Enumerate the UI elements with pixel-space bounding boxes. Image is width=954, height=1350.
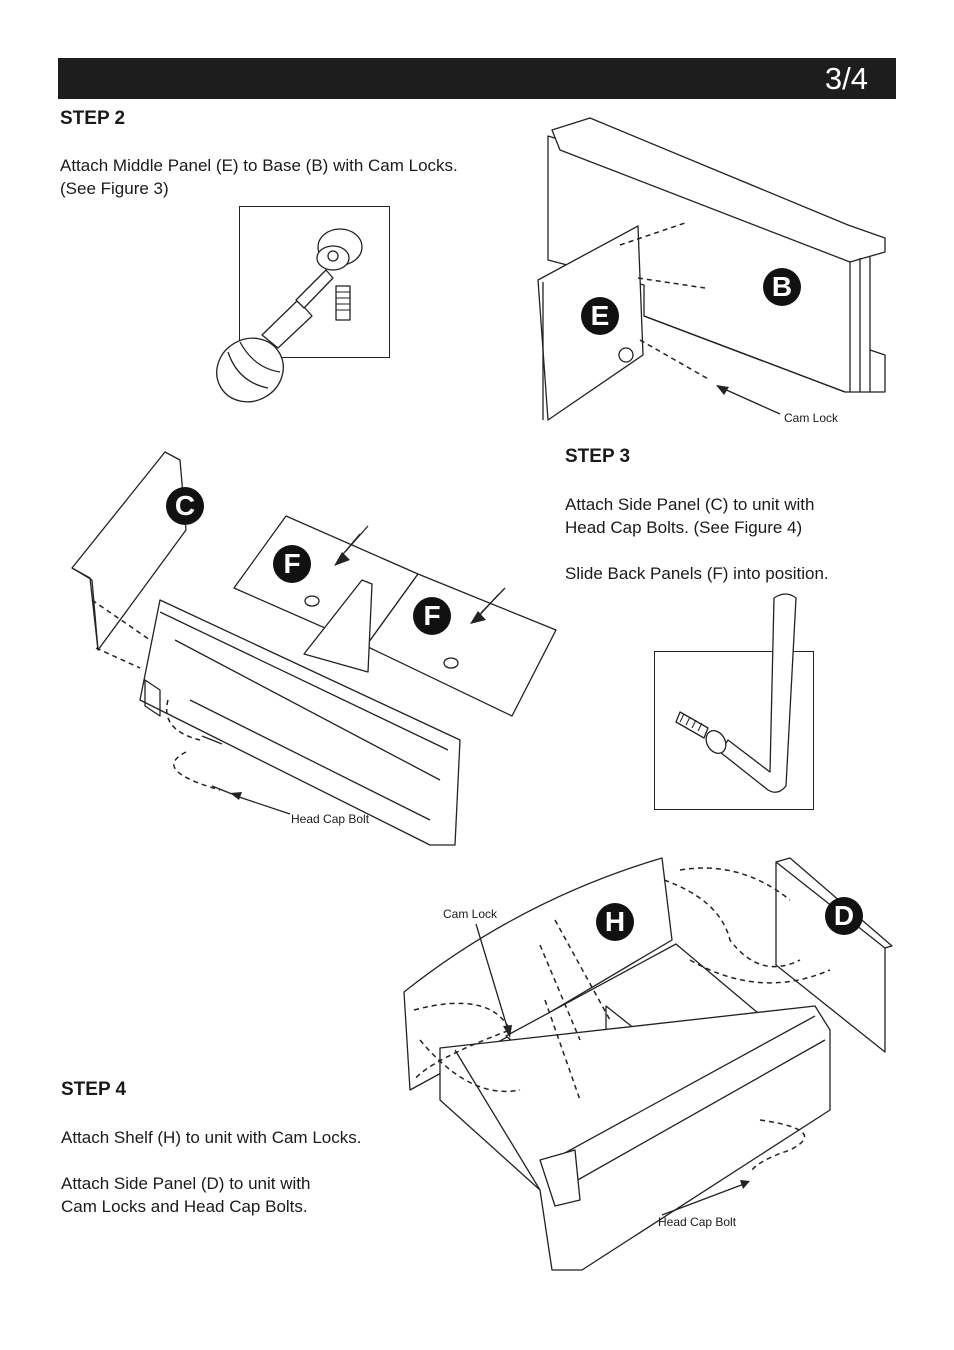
allen-key-icon bbox=[719, 593, 797, 793]
step-4-cam-lock-callout: Cam Lock bbox=[443, 907, 498, 921]
step-3-instructions: Attach Side Panel (C) to unit with Head … bbox=[565, 493, 829, 585]
part-label-h: H bbox=[596, 903, 634, 941]
step-3-line-1: Attach Side Panel (C) to unit with bbox=[565, 495, 815, 514]
cam-lock-icon bbox=[316, 228, 363, 321]
header-bar: 3/4 bbox=[58, 58, 896, 99]
step-4-instructions: Attach Shelf (H) to unit with Cam Locks.… bbox=[61, 1126, 361, 1218]
step-4-line-3: Cam Locks and Head Cap Bolts. bbox=[61, 1197, 308, 1216]
base-frame bbox=[139, 599, 461, 846]
page-number: 3/4 bbox=[824, 61, 868, 96]
arrow-icon bbox=[334, 525, 506, 624]
arrow-icon bbox=[716, 385, 781, 415]
step-3-line-2: Head Cap Bolts. (See Figure 4) bbox=[565, 518, 803, 537]
step-2-title: STEP 2 bbox=[60, 108, 126, 129]
step-4-title: STEP 4 bbox=[61, 1079, 127, 1100]
base-frame bbox=[439, 1005, 831, 1271]
part-label-e: E bbox=[581, 297, 619, 335]
arrow-icon bbox=[230, 792, 291, 815]
step-3-head-cap-bolt-callout: Head Cap Bolt bbox=[291, 812, 370, 826]
arrow-icon bbox=[475, 923, 512, 1038]
middle-divider bbox=[303, 579, 373, 673]
step-2-line-1: Attach Middle Panel (E) to Base (B) with… bbox=[60, 156, 458, 175]
step-4-line-1: Attach Shelf (H) to unit with Cam Locks. bbox=[61, 1128, 362, 1147]
side-panel-c bbox=[71, 451, 187, 651]
bolt-icon bbox=[201, 735, 233, 795]
bolt-icon bbox=[675, 711, 727, 754]
step-4-head-cap-bolt-callout: Head Cap Bolt bbox=[658, 1215, 737, 1229]
part-label-d: D bbox=[825, 897, 863, 935]
part-label-c: C bbox=[166, 487, 204, 525]
part-label-f2: F bbox=[413, 597, 451, 635]
step-2-instructions: Attach Middle Panel (E) to Base (B) with… bbox=[60, 154, 458, 200]
part-label-b: B bbox=[763, 268, 801, 306]
step-2-cam-lock-callout: Cam Lock bbox=[784, 411, 839, 425]
arrow-icon bbox=[661, 1180, 750, 1216]
part-label-f1: F bbox=[273, 545, 311, 583]
step-4-line-2: Attach Side Panel (D) to unit with bbox=[61, 1174, 311, 1193]
screwdriver-icon bbox=[216, 269, 334, 403]
step-2-line-2: (See Figure 3) bbox=[60, 179, 169, 198]
step-3-line-3: Slide Back Panels (F) into position. bbox=[565, 564, 829, 583]
step-3-title: STEP 3 bbox=[565, 446, 631, 467]
